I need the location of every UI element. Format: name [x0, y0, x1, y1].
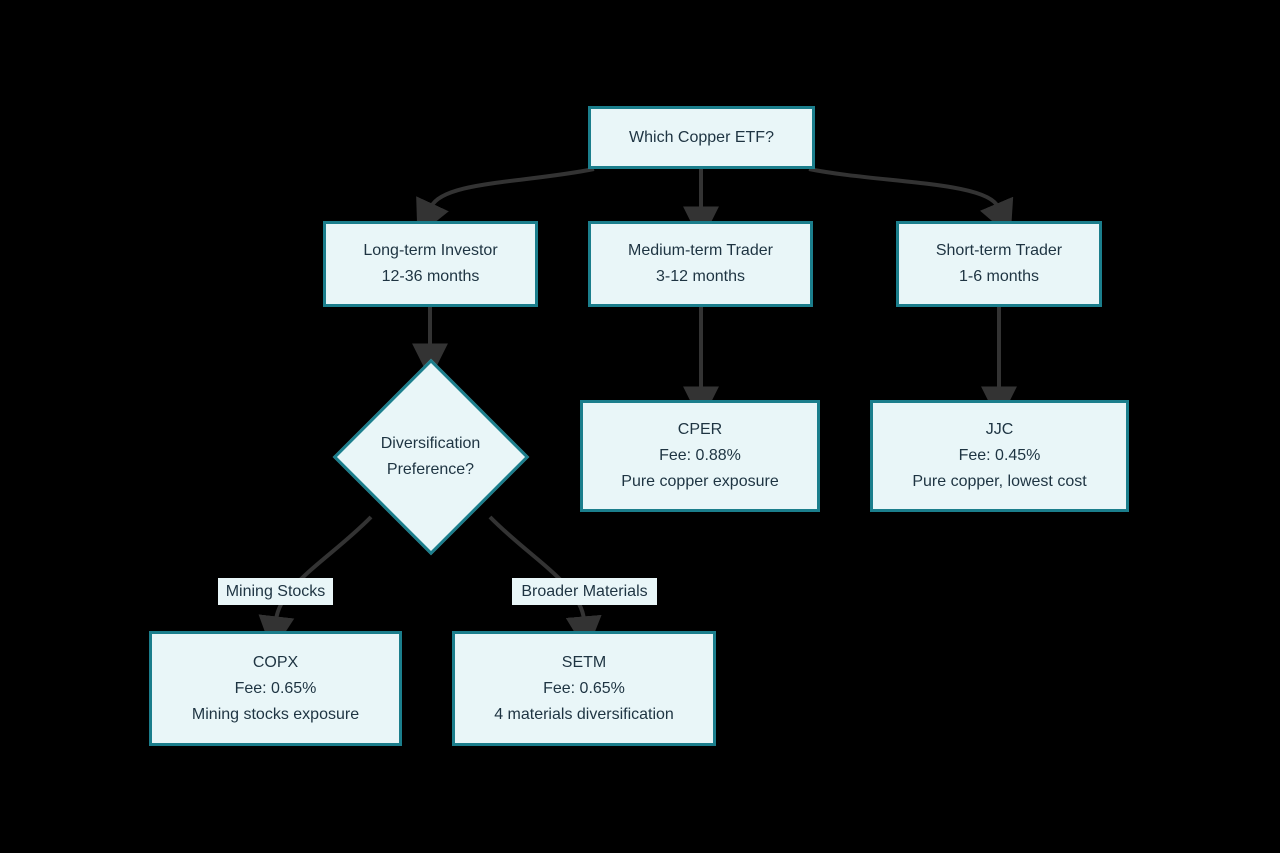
edge-label-broader-materials: Broader Materials — [512, 578, 657, 605]
node-ticker: COPX — [252, 653, 299, 671]
node-line: Preference? — [386, 460, 475, 478]
node-description: Pure copper exposure — [621, 473, 779, 490]
node-short-term-trader: Short-term Trader 1-6 months — [896, 221, 1102, 307]
node-line: Short-term Trader — [935, 242, 1063, 259]
edge-diamond-to-copx — [258, 515, 373, 653]
node-description: Pure copper, lowest cost — [912, 473, 1087, 490]
node-label: Which Copper ETF? — [629, 128, 774, 146]
node-long-term-investor: Long-term Investor 12-36 months — [323, 221, 538, 307]
node-line: 3-12 months — [656, 268, 745, 285]
node-copx: COPX Fee: 0.65% Mining stocks exposure — [149, 631, 402, 746]
node-fee: Fee: 0.65% — [234, 679, 317, 697]
node-description: 4 materials diversification — [494, 705, 674, 723]
node-line: 1-6 months — [958, 268, 1040, 285]
edge-diamond-to-setm — [488, 515, 602, 653]
node-medium-term-trader: Medium-term Trader 3-12 months — [588, 221, 813, 307]
node-fee: Fee: 0.65% — [543, 679, 625, 697]
node-jjc: JJC Fee: 0.45% Pure copper, lowest cost — [870, 400, 1129, 512]
node-diversification-preference: Diversification Preference? — [332, 358, 529, 555]
node-line: Diversification — [380, 434, 481, 452]
node-ticker: SETM — [561, 653, 607, 671]
diamond-text: Diversification Preference? — [332, 358, 529, 555]
edge-label-mining-stocks: Mining Stocks — [218, 578, 333, 605]
node-fee: Fee: 0.45% — [958, 447, 1041, 464]
node-fee: Fee: 0.88% — [659, 447, 741, 464]
edge-root-to-long-term — [416, 167, 595, 237]
node-cper: CPER Fee: 0.88% Pure copper exposure — [580, 400, 820, 512]
node-line: Long-term Investor — [363, 242, 498, 259]
node-ticker: CPER — [677, 421, 723, 438]
node-setm: SETM Fee: 0.65% 4 materials diversificat… — [452, 631, 716, 746]
node-line: 12-36 months — [381, 268, 480, 285]
node-description: Mining stocks exposure — [191, 705, 360, 723]
node-which-copper-etf: Which Copper ETF? — [588, 106, 815, 169]
node-line: Medium-term Trader — [628, 242, 773, 259]
edge-root-to-short-term — [808, 167, 1014, 237]
node-ticker: JJC — [985, 421, 1014, 438]
